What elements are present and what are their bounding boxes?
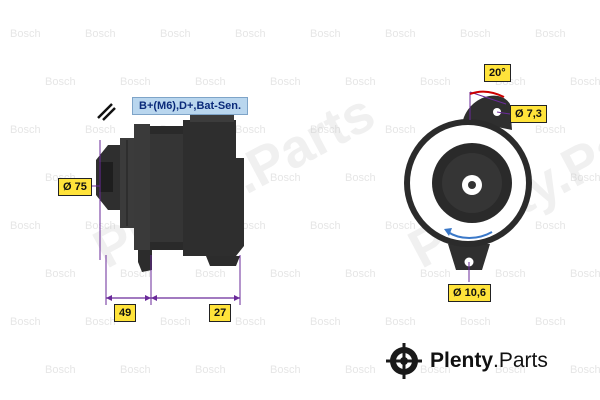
brand-name: Plenty.Parts bbox=[430, 349, 548, 373]
dim-right-label: 27 bbox=[209, 304, 232, 322]
dim-left-label: 49 bbox=[114, 304, 137, 322]
pulley-diameter-label: Ø 75 bbox=[58, 178, 92, 196]
brand-name-rest: .Parts bbox=[493, 349, 548, 372]
angle-label: 20° bbox=[484, 64, 511, 82]
alternator-side-view bbox=[72, 103, 244, 305]
connector-symbol-icon bbox=[97, 103, 116, 121]
rotation-arrow-icon bbox=[447, 231, 493, 239]
angle-arc bbox=[469, 90, 505, 98]
brand-logo-icon bbox=[386, 343, 422, 379]
front-foot bbox=[138, 250, 152, 272]
hole-small-label: Ø 7,3 bbox=[510, 105, 547, 123]
rear-housing bbox=[183, 120, 244, 256]
bottom-mount-ear bbox=[448, 244, 490, 270]
alternator-front-view bbox=[404, 90, 532, 282]
pulley-groove bbox=[99, 162, 113, 192]
hole-large-label: Ø 10,6 bbox=[448, 284, 492, 302]
rear-lug bbox=[206, 256, 240, 266]
front-housing bbox=[134, 124, 150, 250]
brand-name-bold: Plenty bbox=[430, 349, 494, 372]
connector-label: B+(M6),D+,Bat-Sen. bbox=[132, 97, 249, 115]
